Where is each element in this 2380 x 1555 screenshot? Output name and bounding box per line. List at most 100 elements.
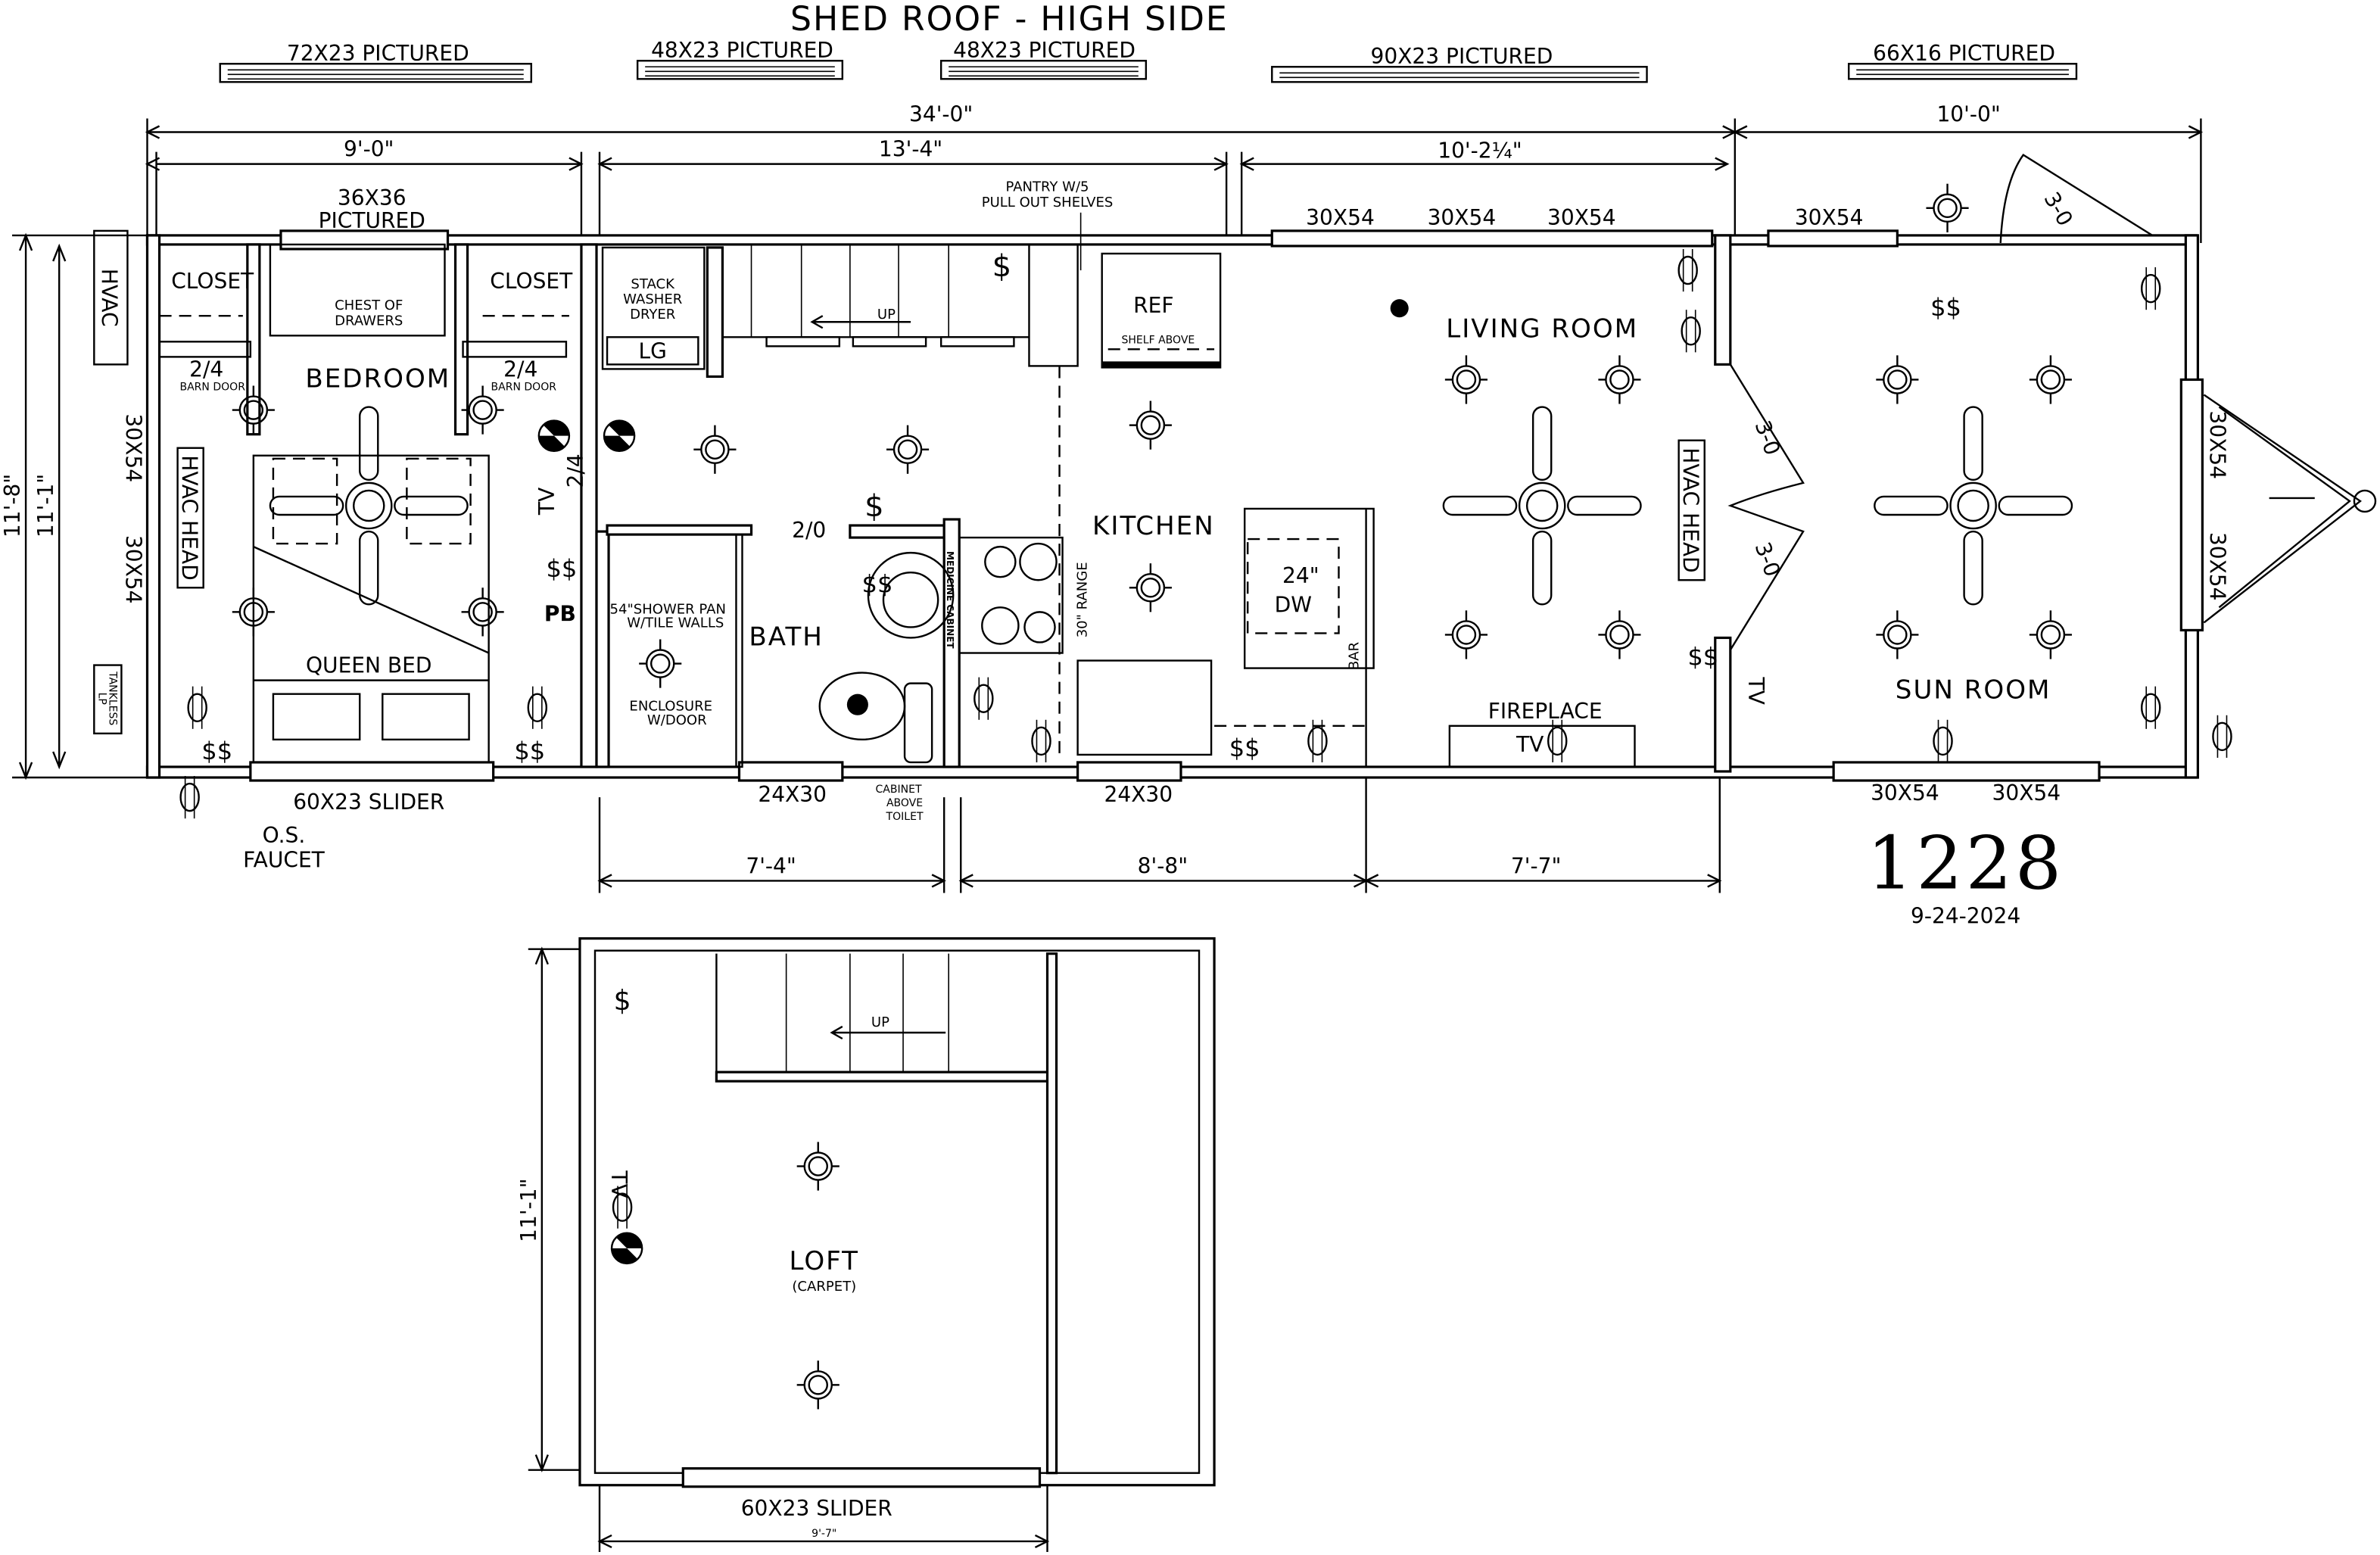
- elevation-window-label: 90X23 PICTURED: [1370, 44, 1553, 69]
- outlet-icon: [2140, 266, 2161, 311]
- switch3-icon: $$: [546, 554, 577, 583]
- dimension-living-width: 10'-2¼": [1438, 139, 1522, 164]
- switch3-icon: $$: [201, 737, 232, 765]
- washer-dryer-label: DRYER: [630, 307, 676, 323]
- window-label: 30X54: [1547, 205, 1616, 230]
- shower-note: 54"SHOWER PAN: [610, 601, 726, 617]
- light-icon: [1875, 354, 1920, 405]
- window-label: 30X54: [1992, 781, 2061, 806]
- outlet-icon: [527, 685, 548, 731]
- light-icon: [1444, 609, 1489, 660]
- ceiling-fan-icon: [1442, 406, 1642, 606]
- switch-icon: $: [992, 249, 1012, 284]
- dimension-overall-length: 34'-0": [909, 101, 973, 126]
- dimension-loft-width: 9'-7": [812, 1528, 836, 1540]
- elevation-window-label: 66X16 PICTURED: [1873, 41, 2055, 66]
- barn-door-size: 2/4: [503, 357, 537, 382]
- outlet-icon: [1678, 248, 1698, 293]
- window-label: 30X54: [1795, 205, 1864, 230]
- faucet-label: O.S.: [263, 823, 306, 848]
- dimension-bath-span: 7'-4": [746, 853, 796, 878]
- washer-dryer-label: STACK: [631, 276, 675, 292]
- switch3-icon: $$: [1687, 643, 1718, 672]
- hvac-head: [176, 447, 204, 589]
- stairs-up-label: UP: [877, 307, 896, 323]
- kitchen-fixtures: [958, 507, 1375, 767]
- washer-dryer-label: WASHER: [623, 291, 683, 307]
- light-icon: [1597, 609, 1642, 660]
- light-icon: [2028, 354, 2073, 405]
- cabinet-vertical-label: MEDICINE CABINET: [945, 551, 955, 649]
- door-size: 3-0: [2039, 188, 2077, 230]
- door-size: 2/4: [563, 453, 588, 488]
- elevation-window-symbol: [1848, 63, 2078, 80]
- outlet-icon: [973, 676, 994, 721]
- elevation-window-label: 72X23 PICTURED: [287, 41, 469, 66]
- light-icon: [2028, 609, 2073, 660]
- smoke-detector-icon: [610, 1232, 643, 1265]
- light-icon: [1925, 182, 1970, 234]
- outlet-icon: [1933, 718, 1953, 764]
- shower-note: W/TILE WALLS: [627, 615, 724, 631]
- light-icon: [1875, 609, 1920, 660]
- tv-label: TV: [534, 488, 559, 516]
- enclosure-note: W/DOOR: [647, 712, 707, 728]
- bath-walls: [595, 518, 961, 768]
- loft-floor-note: (CARPET): [792, 1279, 856, 1295]
- drawing-title: SHED ROOF - HIGH SIDE: [790, 0, 1229, 39]
- bath-door-size: 2/0: [792, 518, 826, 543]
- faucet-label: FAUCET: [243, 847, 326, 872]
- elevation-window-symbol: [1271, 66, 1648, 83]
- light-icon: [1444, 354, 1489, 405]
- light-icon: [693, 424, 737, 475]
- ceiling-fan-icon: [269, 406, 469, 606]
- room-label-bath: BATH: [749, 622, 823, 652]
- dishwasher-label: DW: [1275, 592, 1312, 617]
- smoke-detector-icon: [537, 419, 571, 452]
- slider-label: 60X23 SLIDER: [293, 790, 444, 815]
- window-label: 30X54: [120, 535, 145, 604]
- light-icon: [1128, 400, 1173, 450]
- room-label-bedroom: BEDROOM: [305, 363, 450, 394]
- dimension-living-span: 7'-7": [1511, 853, 1561, 878]
- lp-tankless-label: TANKLESS: [106, 671, 118, 725]
- outlet-icon: [2140, 685, 2161, 731]
- cabinet-note: ABOVE: [886, 797, 923, 809]
- fireplace: [1448, 725, 1636, 768]
- closet-label: CLOSET: [490, 269, 573, 294]
- light-icon: [1597, 354, 1642, 405]
- room-label-living: LIVING ROOM: [1446, 313, 1638, 344]
- hvac-unit: [93, 229, 129, 366]
- dishwasher-label: 24": [1282, 563, 1319, 588]
- barn-door-label: BARN DOOR: [179, 382, 245, 394]
- co-detector-icon: [846, 693, 868, 715]
- hvac-head-label: HVAC HEAD: [177, 455, 202, 580]
- room-label-sunroom: SUN ROOM: [1896, 675, 2051, 706]
- tv-label: TV: [1743, 676, 1768, 704]
- refrigerator: [1101, 252, 1222, 369]
- outlet-icon: [1031, 718, 1051, 764]
- window-label: PICTURED: [319, 208, 425, 233]
- dimension-kitchen-span: 8'-8": [1138, 853, 1188, 878]
- loft-slider-label: 60X23 SLIDER: [741, 1496, 892, 1521]
- dimension-middle-width: 13'-4": [879, 137, 942, 162]
- dimension-sunroom-length: 10'-0": [1936, 101, 2000, 126]
- window-label: 30X54: [1306, 205, 1375, 230]
- outlet-icon: [179, 774, 200, 820]
- outlet-icon: [1681, 308, 1701, 354]
- smoke-detector-icon: [603, 419, 636, 452]
- tv-label: TV: [1516, 732, 1544, 757]
- bar-label: BAR: [1347, 641, 1363, 670]
- ref-label: REF: [1133, 293, 1173, 318]
- laundry-closet: [601, 246, 724, 379]
- hvac-label: HVAC: [96, 269, 121, 327]
- lg-label: LG: [639, 338, 667, 363]
- trailer-hitch: [2203, 394, 2377, 624]
- room-label-loft: LOFT: [790, 1246, 859, 1276]
- barn-door-size: 2/4: [189, 357, 223, 382]
- switch3-icon: $$: [514, 737, 545, 765]
- double-door-swing: [1727, 363, 1805, 651]
- dimension-interior-depth: 11'-1": [33, 474, 58, 538]
- closet-label: CLOSET: [171, 269, 254, 294]
- fireplace-label: FIREPLACE: [1488, 699, 1603, 724]
